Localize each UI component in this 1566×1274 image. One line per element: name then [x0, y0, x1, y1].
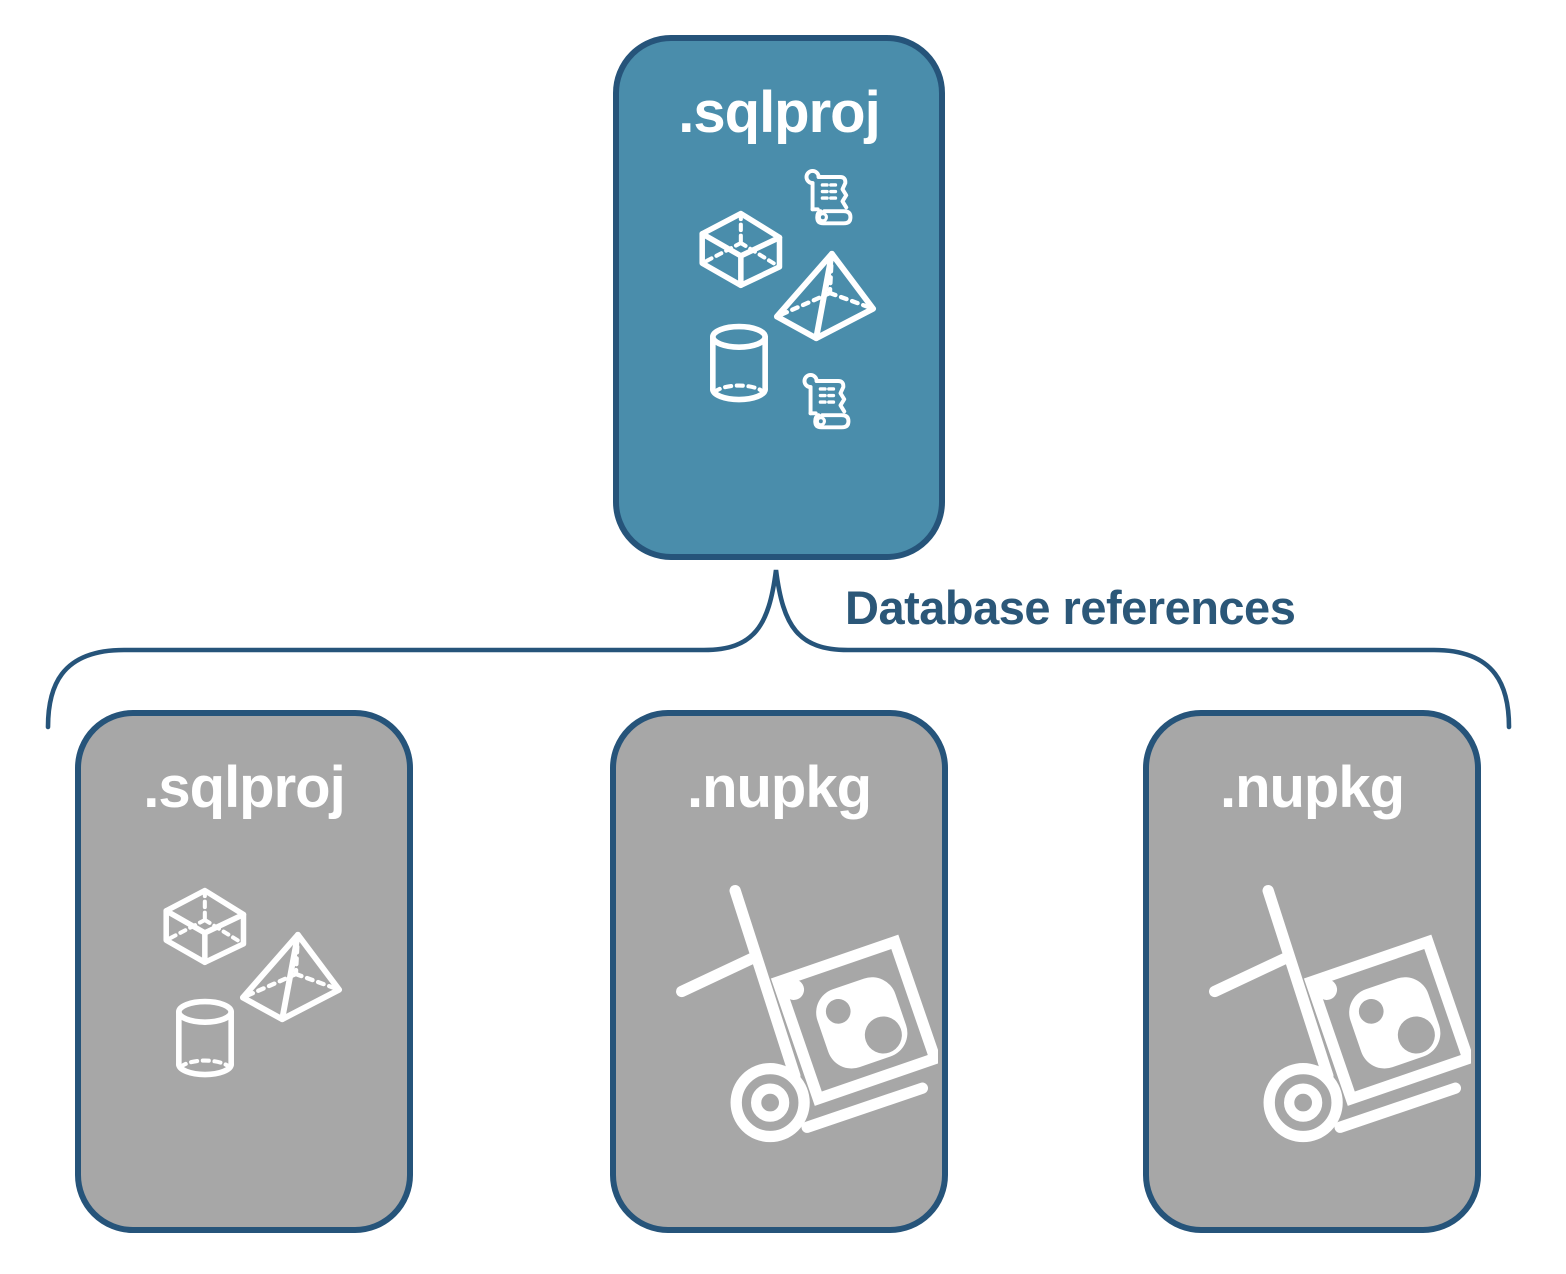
script-scroll-icon — [802, 373, 851, 430]
child-card-title: .nupkg — [1219, 755, 1405, 820]
child-card-title: .sqlproj — [143, 755, 345, 820]
child-card-nupkg: .nupkg — [610, 710, 948, 1233]
cube-icon — [699, 210, 783, 289]
connector-label: Database references — [845, 581, 1296, 634]
pyramid-icon — [239, 931, 343, 1023]
database-cylinder-icon — [176, 998, 234, 1078]
root-card-title: .sqlproj — [678, 80, 880, 145]
database-cylinder-icon — [710, 323, 768, 403]
pyramid-icon — [773, 250, 877, 342]
script-scroll-icon — [804, 169, 853, 226]
child-card-title: .nupkg — [686, 755, 872, 820]
root-card-sqlproj: .sqlproj — [613, 35, 945, 560]
nuget-package-handtruck-icon — [1209, 885, 1471, 1143]
child-card-nupkg: .nupkg — [1143, 710, 1481, 1233]
nuget-package-handtruck-icon — [676, 885, 938, 1143]
cube-icon — [163, 887, 247, 966]
child-card-sqlproj: .sqlproj — [75, 710, 413, 1233]
